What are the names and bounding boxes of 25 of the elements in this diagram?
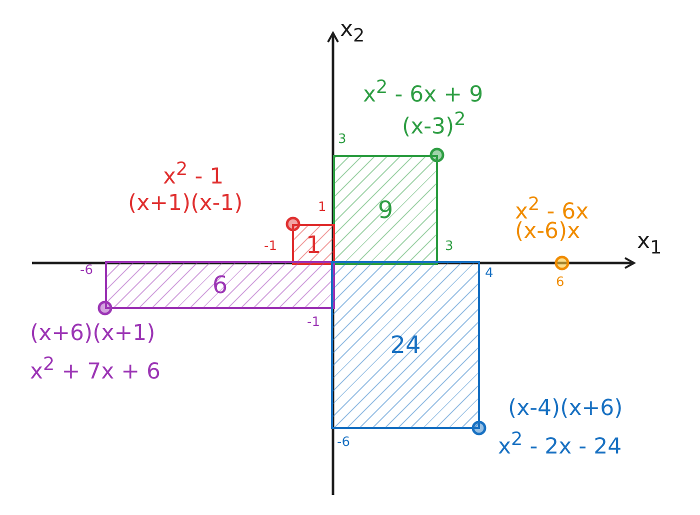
tick-label: -1 bbox=[307, 316, 320, 330]
hatched-rectangle bbox=[331, 261, 480, 429]
expression: (x+1)(x-1) bbox=[128, 192, 243, 216]
expression: (x-3)$^{2}$ bbox=[402, 110, 466, 140]
tick-label: 4 bbox=[485, 267, 494, 282]
expression: x$^{2}$ - 6x + 9 bbox=[363, 78, 484, 108]
area-value: 1 bbox=[306, 230, 322, 258]
expression: x$^{2}$ - 1 bbox=[163, 160, 224, 190]
area-value: 24 bbox=[390, 331, 421, 359]
tick-label: -6 bbox=[80, 264, 93, 278]
tick-label: -6 bbox=[337, 436, 350, 450]
axis-label: x$_{2}$ bbox=[340, 18, 365, 47]
tick-label: 3 bbox=[338, 133, 346, 148]
tick-label: 6 bbox=[556, 276, 564, 290]
expression: x$^{2}$ + 7x + 6 bbox=[30, 355, 161, 385]
expression: x$^{2}$ - 2x - 24 bbox=[498, 430, 622, 460]
expression: (x-4)(x+6) bbox=[508, 397, 623, 422]
tick-label: 1 bbox=[318, 201, 326, 216]
tick-label: -1 bbox=[264, 240, 277, 254]
tick-label: 3 bbox=[445, 240, 454, 254]
expression: (x+6)(x+1) bbox=[30, 322, 156, 346]
area-value: 6 bbox=[212, 271, 228, 299]
axis-label: x$_{1}$ bbox=[637, 230, 662, 259]
expression: (x-6)x bbox=[515, 220, 580, 244]
area-value: 9 bbox=[378, 196, 394, 224]
